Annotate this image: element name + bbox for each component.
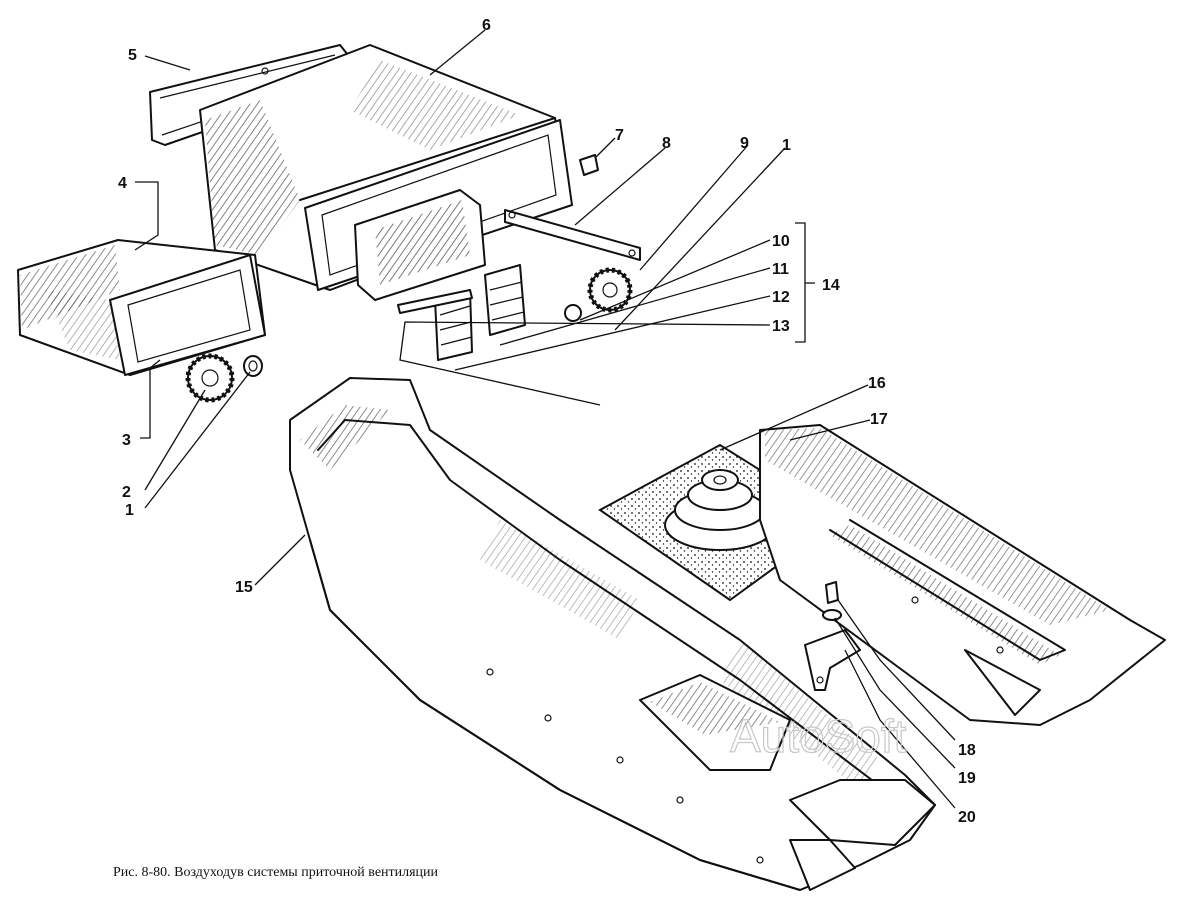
part-2-gear <box>185 353 235 403</box>
callout-17: 17 <box>870 411 888 428</box>
callout-4: 4 <box>118 175 127 192</box>
callout-11: 11 <box>772 261 789 278</box>
callout-3: 3 <box>122 432 131 449</box>
callout-5: 5 <box>128 47 137 64</box>
callout-1-left: 1 <box>125 502 134 519</box>
parts-10-13-blades <box>397 264 526 361</box>
callout-9: 9 <box>740 135 749 152</box>
callout-labels: 5 6 4 7 8 9 1 10 11 12 13 14 3 2 1 15 16… <box>118 17 976 826</box>
part-1-cap-right <box>564 304 582 322</box>
part-7-clip <box>579 154 599 176</box>
figure-caption: Рис. 8-80. Воздуходув системы приточной … <box>113 865 439 880</box>
part-4-nozzle <box>17 239 266 376</box>
part-15-duct <box>289 377 936 891</box>
part-8-bar <box>504 209 641 261</box>
callout-1-top: 1 <box>782 137 791 154</box>
callout-19: 19 <box>958 770 976 787</box>
part-9-gear <box>587 267 633 313</box>
callout-15: 15 <box>235 579 253 596</box>
callout-20: 20 <box>958 809 976 826</box>
callout-14: 14 <box>822 277 840 294</box>
callout-8: 8 <box>662 135 671 152</box>
callout-2: 2 <box>122 484 131 501</box>
part-17-cover <box>759 424 1166 726</box>
callout-16: 16 <box>868 375 886 392</box>
callout-18: 18 <box>958 742 976 759</box>
grille-assembly <box>354 189 486 301</box>
callout-7: 7 <box>615 127 624 144</box>
callout-12: 12 <box>772 289 790 306</box>
leader-lines <box>134 29 956 809</box>
callout-10: 10 <box>772 233 790 250</box>
callout-13: 13 <box>772 318 790 335</box>
watermark: AutoSoft <box>730 710 907 762</box>
callout-6: 6 <box>482 17 491 34</box>
part-1-cap-left <box>243 355 263 377</box>
